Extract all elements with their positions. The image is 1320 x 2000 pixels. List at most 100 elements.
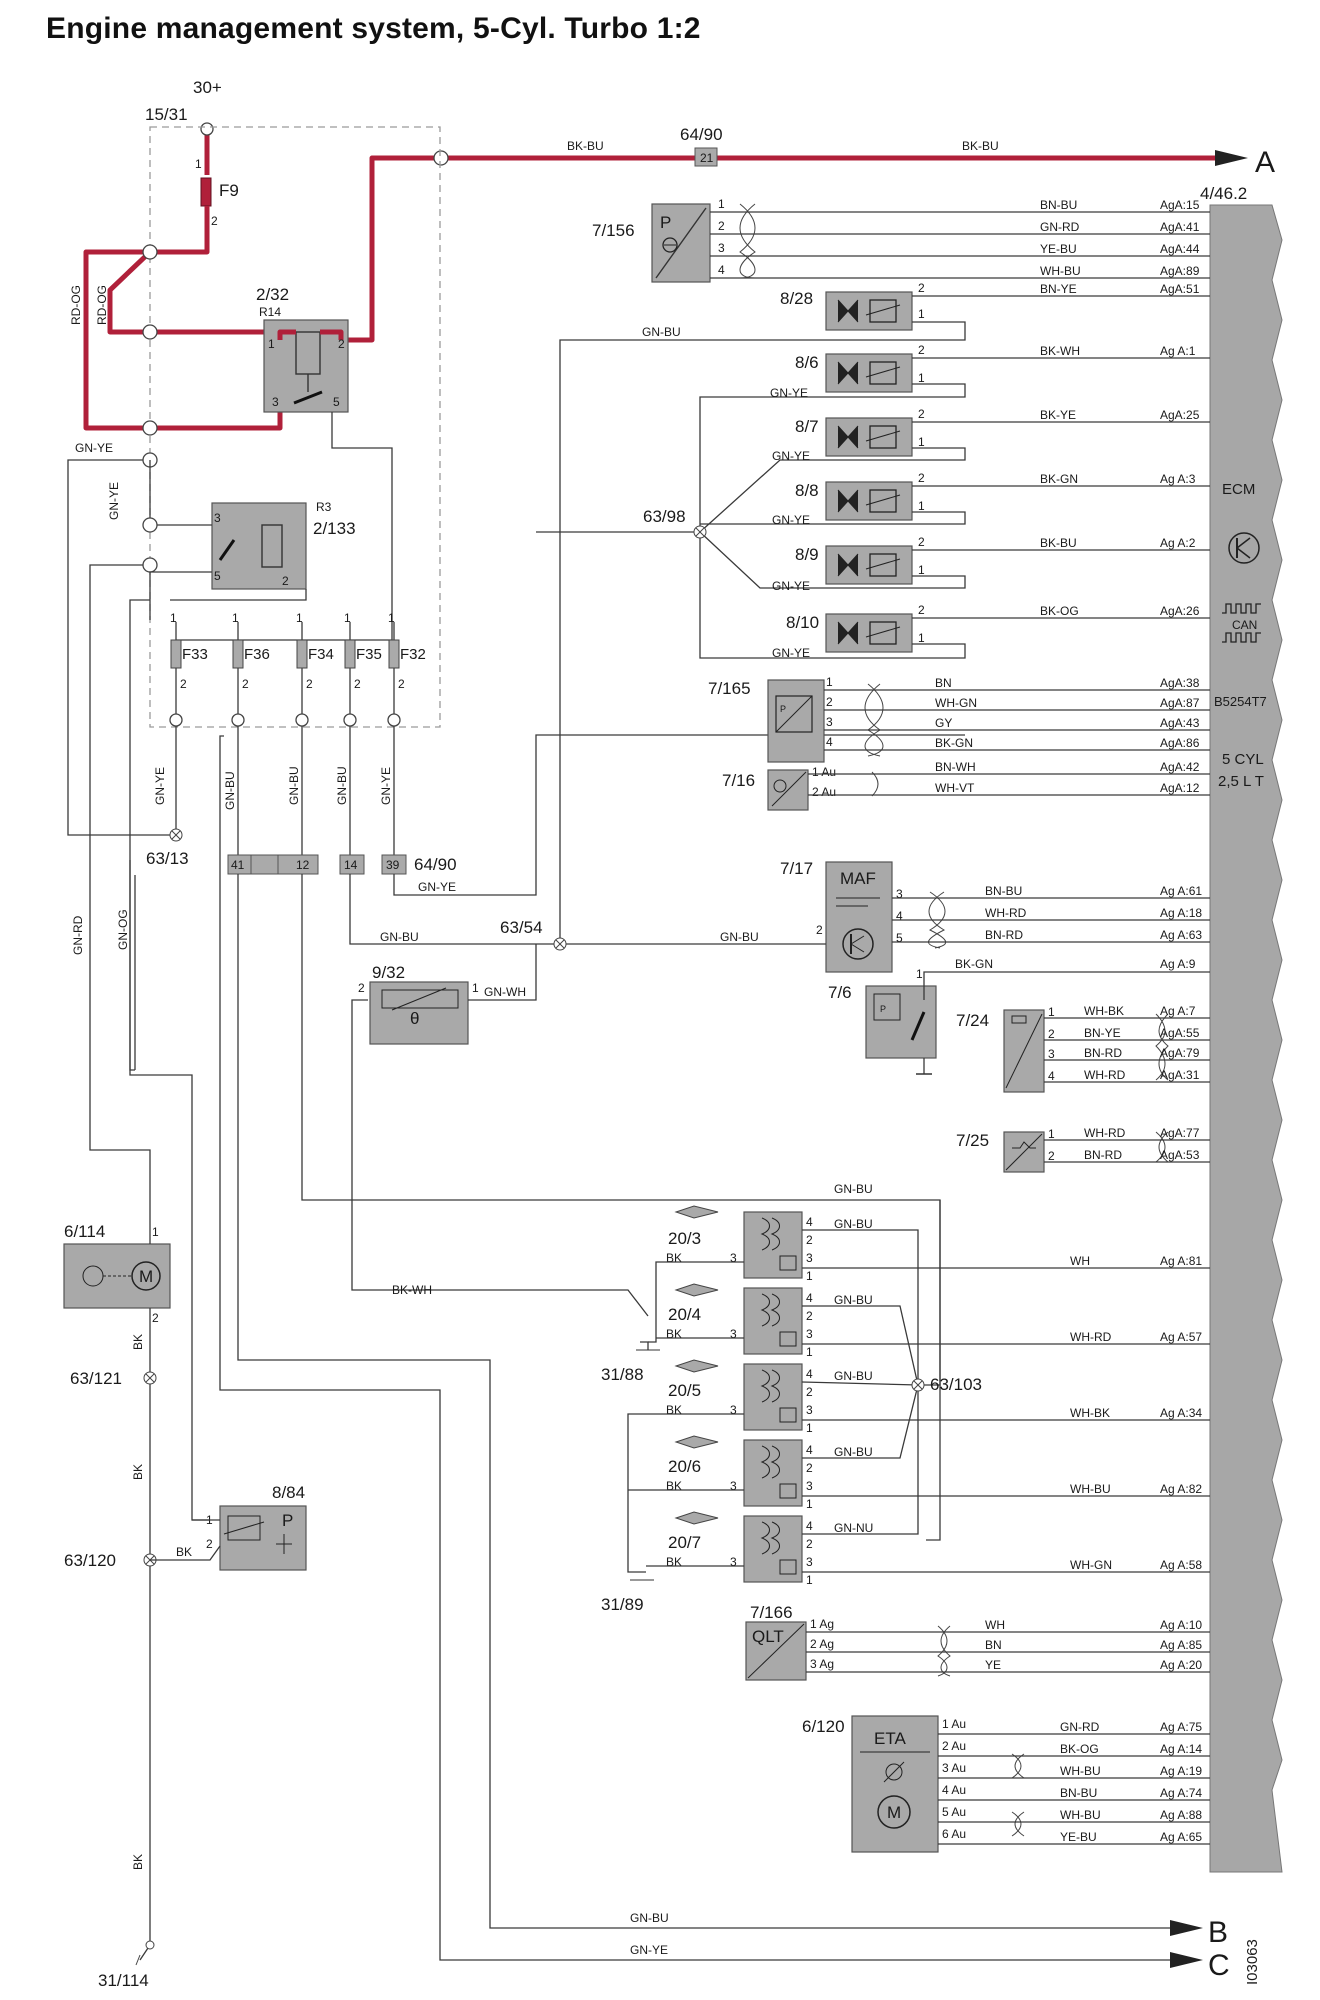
svg-text:3: 3 [730,1555,737,1569]
ecm-pin: Ag A:82 [1160,1482,1202,1496]
svg-text:1: 1 [826,675,833,689]
transistor-icon [1228,532,1260,564]
svg-text:2: 2 [918,407,925,421]
engine-displacement: 2,5 L T [1218,773,1264,790]
svg-text:2: 2 [180,677,187,691]
svg-text:3: 3 [806,1403,813,1417]
wire-label: YE-BU [1060,1830,1097,1844]
svg-text:5 Au: 5 Au [942,1805,966,1819]
sensor-7-17-maf: 7/17 MAF 3 4 5 2 [780,859,947,973]
svg-text:20/3: 20/3 [668,1229,701,1248]
svg-text:1: 1 [918,499,925,513]
ecm-pin: Ag A:75 [1160,1720,1202,1734]
wire-gn-bu-f36: GN-BU [223,771,237,810]
wire-label: WH-BU [1060,1808,1101,1822]
aux-relay-ref: R3 [316,500,332,514]
wire-gn-ye-inj3: GN-YE [772,513,810,527]
ecm-pin: Ag A:65 [1160,1830,1202,1844]
svg-text:3: 3 [806,1251,813,1265]
svg-text:F32: F32 [400,646,426,663]
svg-text:1 Au: 1 Au [942,1717,966,1731]
svg-text:BK: BK [666,1555,682,1569]
svg-text:2: 2 [152,1311,159,1325]
injector-8-28: 8/28 2 1 [780,281,925,331]
doc-id: I03063 [1244,1939,1261,1985]
wire-label: WH-GN [935,696,977,710]
injector-8-8: 8/8 2 1 [795,471,925,521]
ecm-pin: Ag A:74 [1160,1786,1202,1800]
wire-label: YE-BU [1040,242,1077,256]
ecm-pin: AgA:31 [1160,1068,1200,1082]
ecm-wire-labels: BN-BU AgA:15 GN-RD AgA:41 YE-BU AgA:44 W… [935,198,1202,1844]
svg-text:2: 2 [806,1385,813,1399]
svg-text:3: 3 [730,1479,737,1493]
wire-label: BK-WH [1040,344,1080,358]
can-bus-icon: CAN [1222,603,1261,643]
wire-gn-ye-c: GN-YE [630,1943,668,1957]
wire-label: WH-RD [985,906,1027,920]
wire-bk-bu-1: BK-BU [567,139,604,153]
ecm-pin: AgA:44 [1160,242,1200,256]
splice-63-54: 63/54 [500,918,567,951]
svg-text:5: 5 [214,569,221,583]
svg-text:8/28: 8/28 [780,289,813,308]
wire-rd-og-2: RD-OG [95,285,109,325]
svg-text:12: 12 [296,858,310,872]
wire-label: WH-BU [1040,264,1081,278]
coil-20-5: 20/5 BK 4 2 3 1 3 [666,1359,813,1435]
svg-text:2: 2 [806,1233,813,1247]
connector-top-pin: 21 [700,151,714,165]
wire-bk-2: BK [131,1464,145,1480]
sensor-7-25: 7/25 1 2 [956,1127,1169,1173]
ecm-pin: Ag A:10 [1160,1618,1202,1632]
svg-text:3: 3 [806,1555,813,1569]
wire-gn-ye-inj2: GN-YE [772,449,810,463]
svg-text:1: 1 [916,967,923,981]
svg-text:8/9: 8/9 [795,545,819,564]
svg-text:3: 3 [826,715,833,729]
ecm-pin: AgA:26 [1160,604,1200,618]
svg-text:2: 2 [816,923,823,937]
svg-text:3: 3 [214,511,221,525]
ecm-pin: AgA:41 [1160,220,1200,234]
ground-31-89: 31/89 [601,1579,654,1614]
svg-text:3: 3 [730,1327,737,1341]
sensor-7-24: 7/24 1 2 3 4 [956,1005,1169,1093]
terminal-b: B [1208,1916,1228,1949]
svg-text:1: 1 [1048,1127,1055,1141]
sensor-7-165: 7/165 P 1 2 3 4 [708,675,884,763]
ecm-pin: AgA:38 [1160,676,1200,690]
ecm-pin: AgA:53 [1160,1148,1200,1162]
svg-text:1: 1 [806,1573,813,1587]
wire-label: GN-RD [1060,1720,1100,1734]
wire-label: WH [1070,1254,1090,1268]
svg-text:31/114: 31/114 [98,1971,149,1990]
svg-text:2: 2 [398,677,405,691]
svg-text:5: 5 [333,395,340,409]
svg-text:7/156: 7/156 [592,221,635,240]
svg-text:1: 1 [195,157,202,171]
wire-bk-1: BK [131,1334,145,1350]
wire-label: BN [985,1638,1002,1652]
sensor-7-166: 7/166 QLT 1 Ag 2 Ag 3 Ag [745,1603,951,1681]
svg-text:1: 1 [918,435,925,449]
svg-text:3: 3 [1048,1047,1055,1061]
svg-text:3 Ag: 3 Ag [810,1657,834,1671]
wire-gn-ye-inj1: GN-YE [770,386,808,400]
wire-gn-bu-maf: GN-BU [720,930,759,944]
svg-text:4: 4 [826,735,833,749]
ecm-pin: AgA:77 [1160,1126,1200,1140]
coil-20-7: 20/7 BK 4 2 3 1 3 [666,1511,813,1587]
svg-text:1: 1 [918,631,925,645]
svg-text:BK: BK [666,1327,682,1341]
wire-gn-ye-top: GN-YE [75,441,113,455]
svg-text:6 Au: 6 Au [942,1827,966,1841]
sensor-7-6: 7/6 P 1 [828,967,1210,1075]
svg-text:20/7: 20/7 [668,1533,701,1552]
main-relay-id: 2/32 [256,285,289,304]
svg-text:63/121: 63/121 [70,1369,122,1388]
svg-text:31/88: 31/88 [601,1365,644,1384]
wire-bk-84: BK [176,1545,192,1559]
ecm-pin: Ag A:2 [1160,536,1196,550]
